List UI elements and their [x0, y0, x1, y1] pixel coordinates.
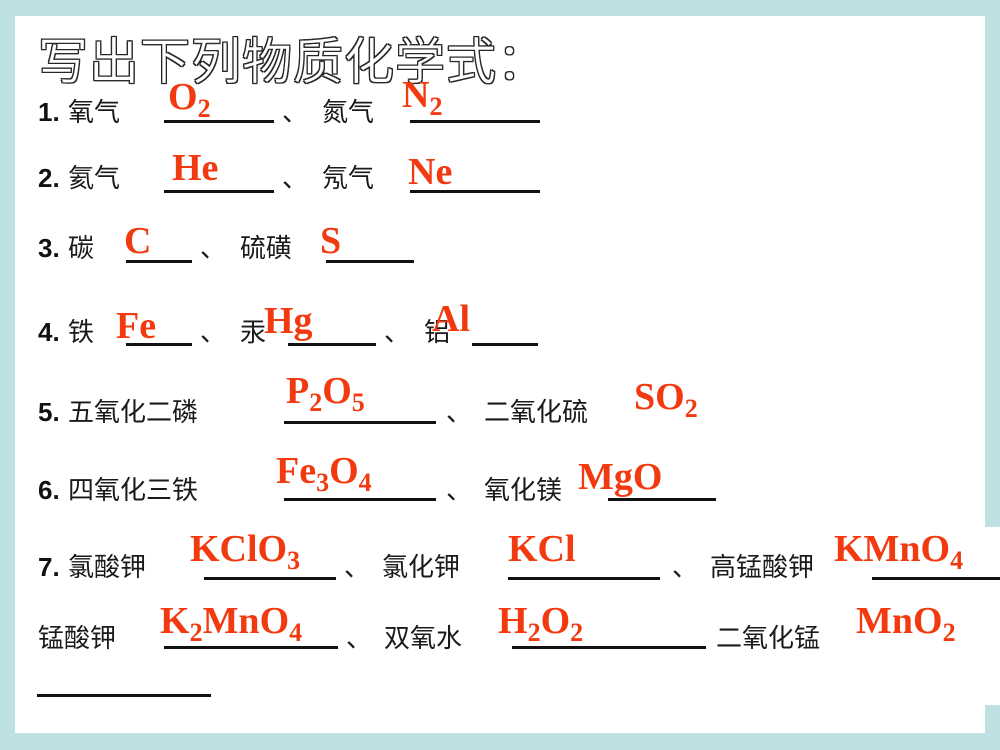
- answer-blank[interactable]: [164, 190, 274, 193]
- answer-blank[interactable]: [284, 421, 436, 424]
- item-label-mno2: 二氧化锰: [716, 624, 821, 654]
- question-6: 6. 四氧化三铁: [38, 470, 198, 507]
- question-7: 7. 氯酸钾: [38, 547, 146, 584]
- question-4: 4. 铁: [38, 312, 94, 349]
- item-label-k2mno4: 锰酸钾: [38, 624, 117, 654]
- answer-blank[interactable]: [326, 260, 414, 263]
- answer-fe3o4: Fe3O4: [276, 450, 372, 497]
- separator: 、: [200, 318, 227, 348]
- question-number: 1.: [38, 97, 60, 127]
- item-label-neon: 氖气: [322, 164, 375, 194]
- question-3: 3. 碳: [38, 228, 94, 265]
- item-label-kmno4: 高锰酸钾: [710, 553, 815, 583]
- answer-blank[interactable]: [872, 577, 1000, 580]
- page-title: 写出下列物质化学式：: [38, 33, 548, 92]
- answer-o2: O2: [168, 76, 211, 123]
- answer-blank[interactable]: [284, 498, 436, 501]
- question-number: 3.: [38, 233, 60, 263]
- answer-blank[interactable]: [410, 120, 540, 123]
- item-label-mgo: 氧化镁: [484, 476, 563, 506]
- question-number: 5.: [38, 397, 60, 427]
- separator: 、: [672, 553, 699, 583]
- answer-blank[interactable]: [512, 646, 706, 649]
- item-label-kcl: 氯化钾: [382, 553, 461, 583]
- item-label-mercury: 汞: [240, 318, 267, 348]
- answer-c: C: [124, 220, 152, 262]
- answer-k2mno4: K2MnO4: [160, 600, 303, 647]
- separator: 、: [282, 164, 309, 194]
- answer-blank[interactable]: [37, 694, 211, 697]
- item-label: 铁: [67, 318, 94, 348]
- item-label: 氦气: [67, 164, 120, 194]
- question-number: 7.: [38, 552, 60, 582]
- separator: 、: [282, 98, 309, 128]
- answer-so2: SO2: [634, 376, 698, 423]
- answer-blank[interactable]: [164, 120, 274, 123]
- answer-kcl: KCl: [508, 528, 576, 570]
- item-label-aluminum: 铝: [424, 318, 451, 348]
- answer-fe: Fe: [116, 305, 157, 347]
- separator: 、: [200, 234, 227, 264]
- answer-kclo3: KClO3: [190, 528, 301, 575]
- item-label: 氧气: [67, 98, 120, 128]
- item-label-h2o2: 双氧水: [384, 624, 463, 654]
- answer-blank[interactable]: [204, 577, 336, 580]
- answer-kmno4: KMnO4: [834, 528, 964, 575]
- separator: 、: [446, 398, 473, 428]
- answer-blank[interactable]: [164, 646, 338, 649]
- item-label: 碳: [67, 234, 94, 264]
- question-number: 4.: [38, 317, 60, 347]
- answer-h2o2: H2O2: [498, 600, 584, 647]
- answer-he: He: [172, 147, 219, 189]
- item-label: 五氧化二磷: [67, 398, 198, 428]
- separator: 、: [346, 624, 373, 654]
- answer-n2: N2: [402, 74, 443, 121]
- question-number: 2.: [38, 163, 60, 193]
- question-2: 2. 氦气: [38, 158, 120, 195]
- answer-blank[interactable]: [472, 343, 538, 346]
- item-label: 氯酸钾: [67, 553, 146, 583]
- separator: 、: [344, 553, 371, 583]
- question-5: 5. 五氧化二磷: [38, 392, 198, 429]
- question-1: 1. 氧气: [38, 92, 120, 129]
- item-label-so2: 二氧化硫: [484, 398, 589, 428]
- answer-p2o5: P2O5: [286, 370, 365, 417]
- answer-blank[interactable]: [126, 343, 192, 346]
- answer-ne: Ne: [408, 151, 453, 193]
- item-label-nitrogen: 氮气: [322, 98, 375, 128]
- answer-mno2: MnO2: [856, 600, 956, 647]
- slide-panel: [15, 16, 985, 733]
- answer-blank[interactable]: [410, 190, 540, 193]
- answer-blank[interactable]: [508, 577, 660, 580]
- separator: 、: [384, 318, 411, 348]
- item-label-sulfur: 硫磺: [240, 234, 293, 264]
- separator: 、: [446, 476, 473, 506]
- answer-hg: Hg: [264, 300, 313, 342]
- answer-blank[interactable]: [288, 343, 376, 346]
- answer-al: Al: [432, 298, 470, 340]
- answer-mgo: MgO: [578, 456, 663, 498]
- slide-panel-extension: [985, 527, 1000, 705]
- question-number: 6.: [38, 475, 60, 505]
- item-label: 四氧化三铁: [67, 476, 198, 506]
- answer-s: S: [320, 220, 342, 262]
- answer-blank[interactable]: [608, 498, 716, 501]
- answer-blank[interactable]: [126, 260, 192, 263]
